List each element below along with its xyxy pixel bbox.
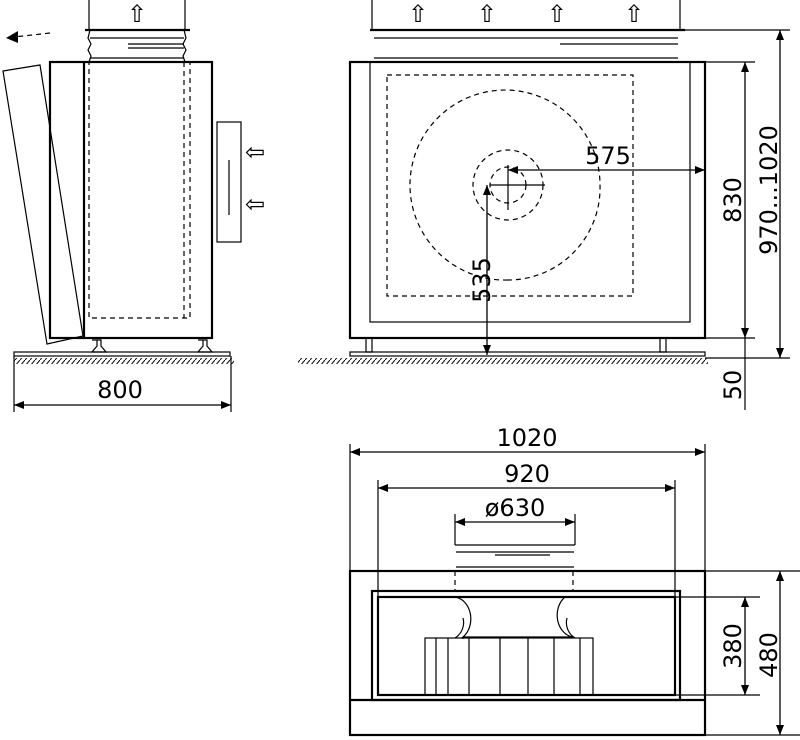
dimension-380: 380 xyxy=(719,623,747,669)
cabinet-body xyxy=(48,60,214,340)
dimension-50: 50 xyxy=(719,370,747,401)
front-view: ⇧ ⇧ ⇧ ⇧ 575 535 830 970...1020 50 xyxy=(298,0,790,410)
airflow-up-arrow: ⇧ xyxy=(127,0,147,28)
top-view: 1020 920 ø630 380 480 xyxy=(348,424,800,737)
airflow-up-arrow: ⇧ xyxy=(624,0,644,28)
dimension-diameter-630: ø630 xyxy=(485,494,546,522)
dimension-535: 535 xyxy=(468,257,496,303)
dimension-970-1020: 970...1020 xyxy=(755,125,783,255)
inlet-arrow: ⇦ xyxy=(245,190,265,218)
feet xyxy=(90,339,214,353)
floor-hatch xyxy=(14,358,234,364)
dimension-480: 480 xyxy=(755,632,783,678)
inlet-duct xyxy=(216,121,242,243)
airflow-up-arrow: ⇧ xyxy=(477,0,497,28)
open-door-panel xyxy=(2,64,84,345)
fan-scroll xyxy=(409,89,601,281)
dimension-800: 800 xyxy=(97,376,143,404)
dimension-575: 575 xyxy=(585,142,631,170)
inlet-arrow: ⇦ xyxy=(245,138,265,166)
door-swing-arrowhead xyxy=(6,31,18,43)
dimension-1020: 1020 xyxy=(496,424,557,452)
dimension-830: 830 xyxy=(719,177,747,223)
door-swing-arrow xyxy=(13,32,51,38)
airflow-up-arrow: ⇧ xyxy=(408,0,428,28)
dimension-920: 920 xyxy=(504,460,550,488)
airflow-up-arrow: ⇧ xyxy=(547,0,567,28)
fan-impeller xyxy=(424,637,594,696)
side-view: ⇧ ⇦ ⇦ 800 xyxy=(2,0,265,412)
